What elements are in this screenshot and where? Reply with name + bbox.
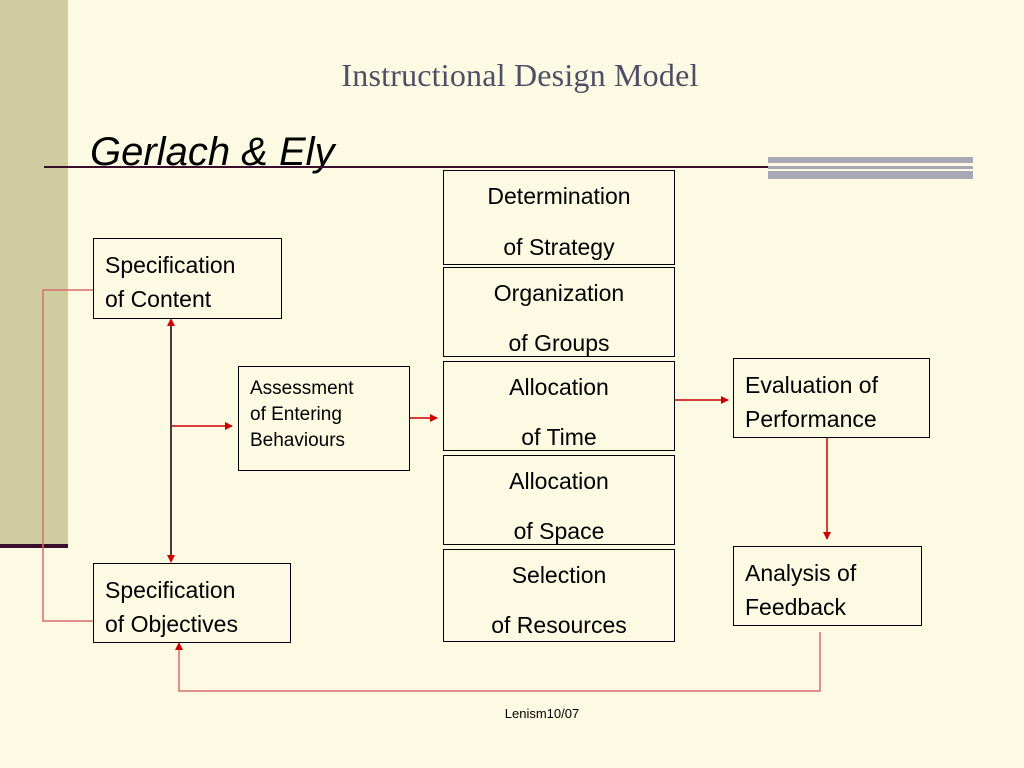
- box-label: Analysis of: [745, 560, 857, 586]
- box-label: Feedback: [745, 594, 847, 620]
- decorative-bars: [768, 157, 973, 179]
- box-label: Specification: [105, 577, 236, 603]
- feedback-loop-arrow: [178, 632, 821, 692]
- box-label: Determination: [487, 183, 631, 209]
- box-label: of Time: [521, 424, 597, 450]
- box-allocation-of-space: Allocation of Space: [443, 455, 675, 545]
- box-specification-of-objectives: Specification of Objectives: [93, 563, 291, 643]
- side-panel: [0, 0, 68, 544]
- title-divider: [44, 166, 770, 168]
- box-analysis-of-feedback: Analysis of Feedback: [733, 546, 922, 626]
- box-selection-of-resources: Selection of Resources: [443, 549, 675, 642]
- box-assessment-of-entering-behaviours: Assessment of Entering Behaviours: [238, 366, 410, 471]
- slide-footer: Lenism10/07: [504, 706, 580, 721]
- box-label: of Groups: [508, 330, 610, 356]
- box-label: Assessment: [250, 378, 354, 399]
- box-label: Allocation: [509, 468, 609, 494]
- box-label: of Resources: [491, 612, 627, 638]
- box-determination-of-strategy: Determination of Strategy: [443, 170, 675, 265]
- box-label: of Entering: [250, 404, 342, 425]
- box-specification-of-content: Specification of Content: [93, 238, 282, 319]
- box-label: of Objectives: [105, 611, 238, 637]
- box-label: Performance: [745, 406, 877, 432]
- box-label: Selection: [511, 562, 607, 588]
- box-label: Allocation: [509, 374, 609, 400]
- box-label: of Space: [513, 518, 605, 544]
- box-label: Behaviours: [250, 430, 346, 451]
- box-label: Specification: [105, 252, 236, 278]
- box-label: Organization: [493, 280, 625, 306]
- box-organization-of-groups: Organization of Groups: [443, 267, 675, 357]
- box-label: of Content: [105, 286, 212, 312]
- slide-title: Instructional Design Model: [341, 57, 699, 93]
- box-label: Evaluation of: [745, 372, 878, 398]
- box-evaluation-of-performance: Evaluation of Performance: [733, 358, 930, 438]
- box-label: of Strategy: [503, 234, 615, 260]
- box-allocation-of-time: Allocation of Time: [443, 361, 675, 451]
- left-bracket: [42, 289, 93, 622]
- side-rule: [0, 544, 68, 548]
